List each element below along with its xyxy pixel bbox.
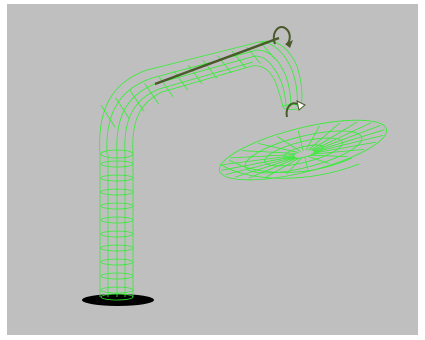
3d-viewport[interactable] <box>7 4 418 335</box>
wire-ring <box>130 90 144 111</box>
rotate-handle-icon[interactable] <box>274 27 290 44</box>
lamp-post[interactable] <box>100 41 302 300</box>
rotate-handle-icon[interactable] <box>287 103 297 117</box>
wireframe-scene[interactable] <box>7 4 418 335</box>
wire-spoke <box>234 157 297 177</box>
wire-ring <box>116 98 130 119</box>
wire-ring <box>145 84 159 104</box>
wire-ring <box>262 132 345 172</box>
lamp-shade[interactable] <box>214 108 392 192</box>
